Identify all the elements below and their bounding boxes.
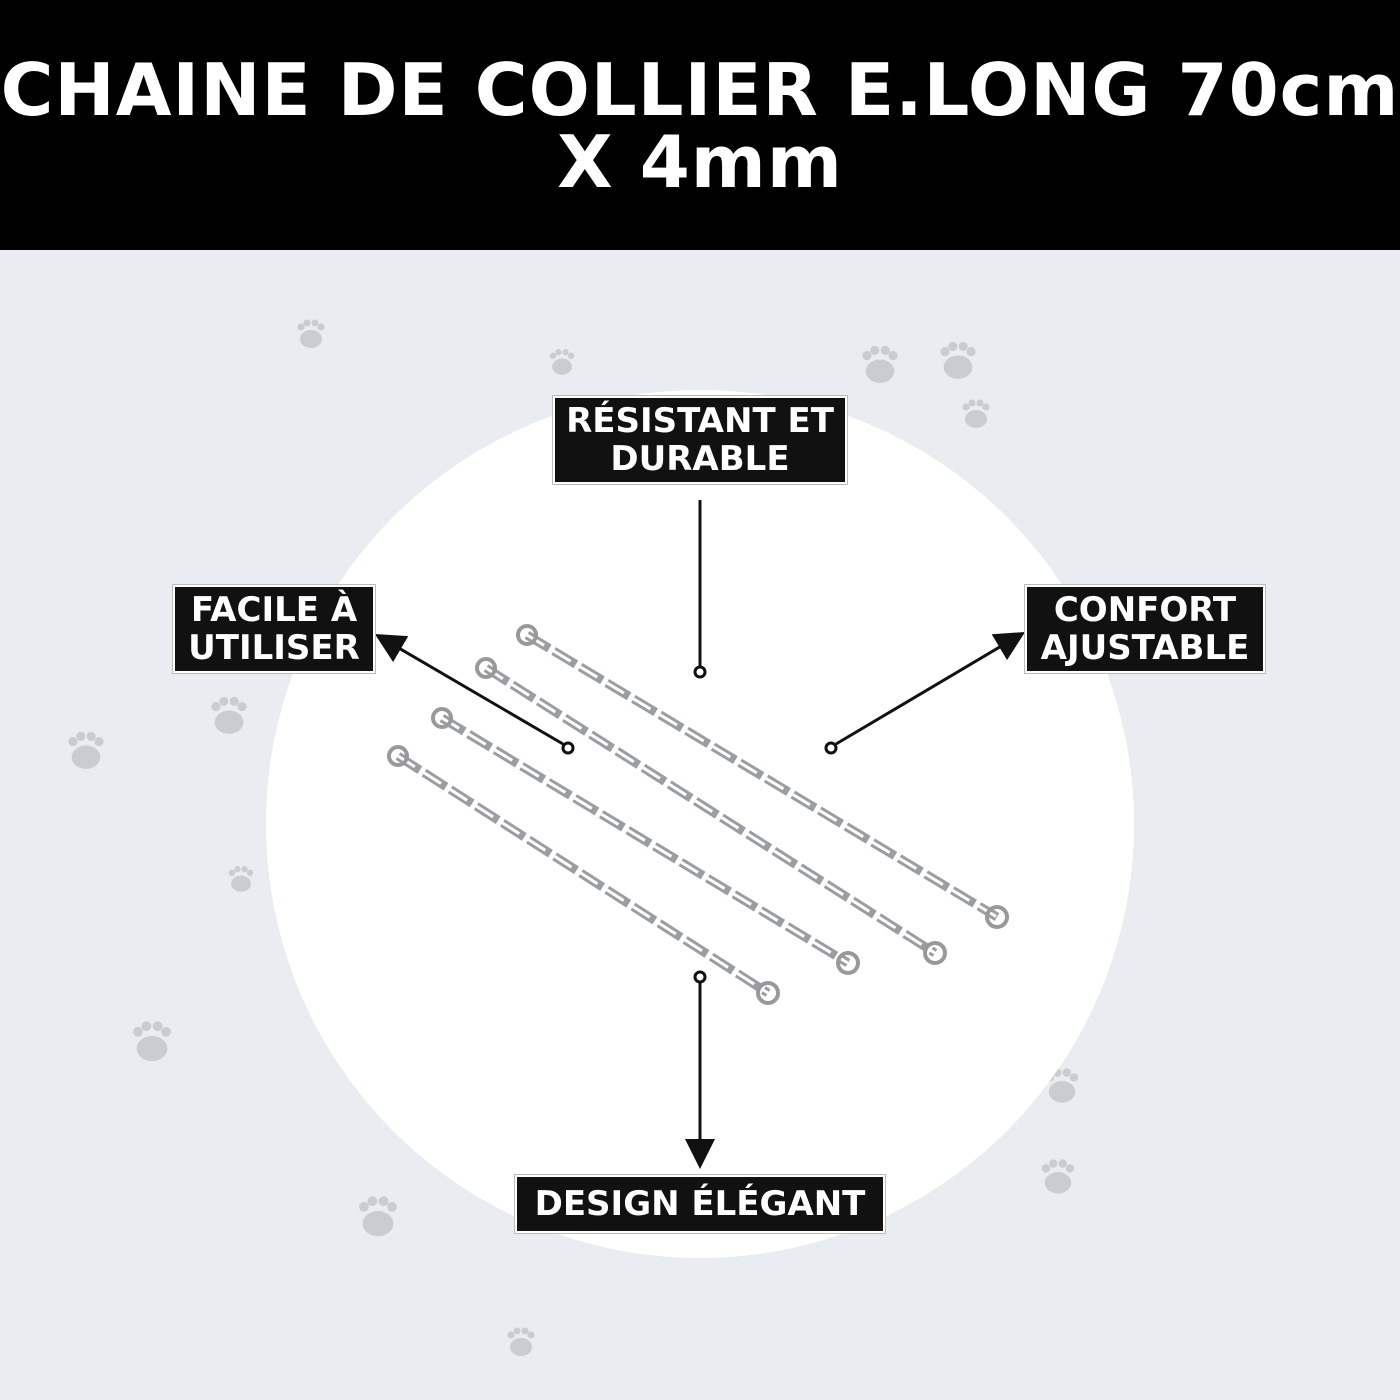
paw-print-icon — [862, 345, 898, 383]
chain-1 — [516, 624, 1009, 929]
chain-4 — [387, 745, 780, 1005]
paw-print-icon — [549, 349, 575, 375]
feature-label-durable: RÉSISTANT ET DURABLE — [552, 395, 848, 485]
callout-lines — [374, 500, 1026, 1169]
paw-print-icon — [211, 696, 247, 734]
paw-print-icon — [507, 1327, 535, 1356]
product-title-banner: CHAINE DE COLLIER E.LONG 70cm X 4mm — [0, 0, 1400, 250]
feature-text: RÉSISTANT ET — [566, 401, 834, 441]
paw-print-icon — [68, 731, 104, 769]
paw-print-icon — [1045, 1068, 1079, 1103]
feature-text: AJUSTABLE — [1040, 628, 1250, 668]
feature-text: FACILE À — [190, 590, 358, 630]
feature-label-comfort: CONFORT AJUSTABLE — [1024, 584, 1266, 674]
paw-print-icon — [133, 1021, 171, 1062]
title-line-2: X 4mm — [557, 120, 843, 204]
title-line-1: CHAINE DE COLLIER E.LONG 70cm — [0, 48, 1400, 132]
paw-print-icon — [940, 341, 976, 379]
feature-text: CONFORT — [1053, 590, 1237, 630]
feature-text: DURABLE — [610, 439, 790, 479]
chain-2 — [475, 657, 947, 965]
paw-print-icon — [297, 319, 325, 348]
paw-print-icon — [359, 1196, 397, 1237]
paw-print-icon — [962, 399, 990, 428]
feature-label-design: DESIGN ÉLÉGANT — [514, 1174, 886, 1234]
paw-print-icon — [228, 866, 254, 892]
feature-label-easy: FACILE À UTILISER — [172, 584, 376, 674]
paw-print-icon — [1041, 1159, 1075, 1194]
feature-text: UTILISER — [188, 628, 360, 668]
feature-text: DESIGN ÉLÉGANT — [534, 1184, 866, 1224]
chain-3 — [431, 707, 860, 975]
